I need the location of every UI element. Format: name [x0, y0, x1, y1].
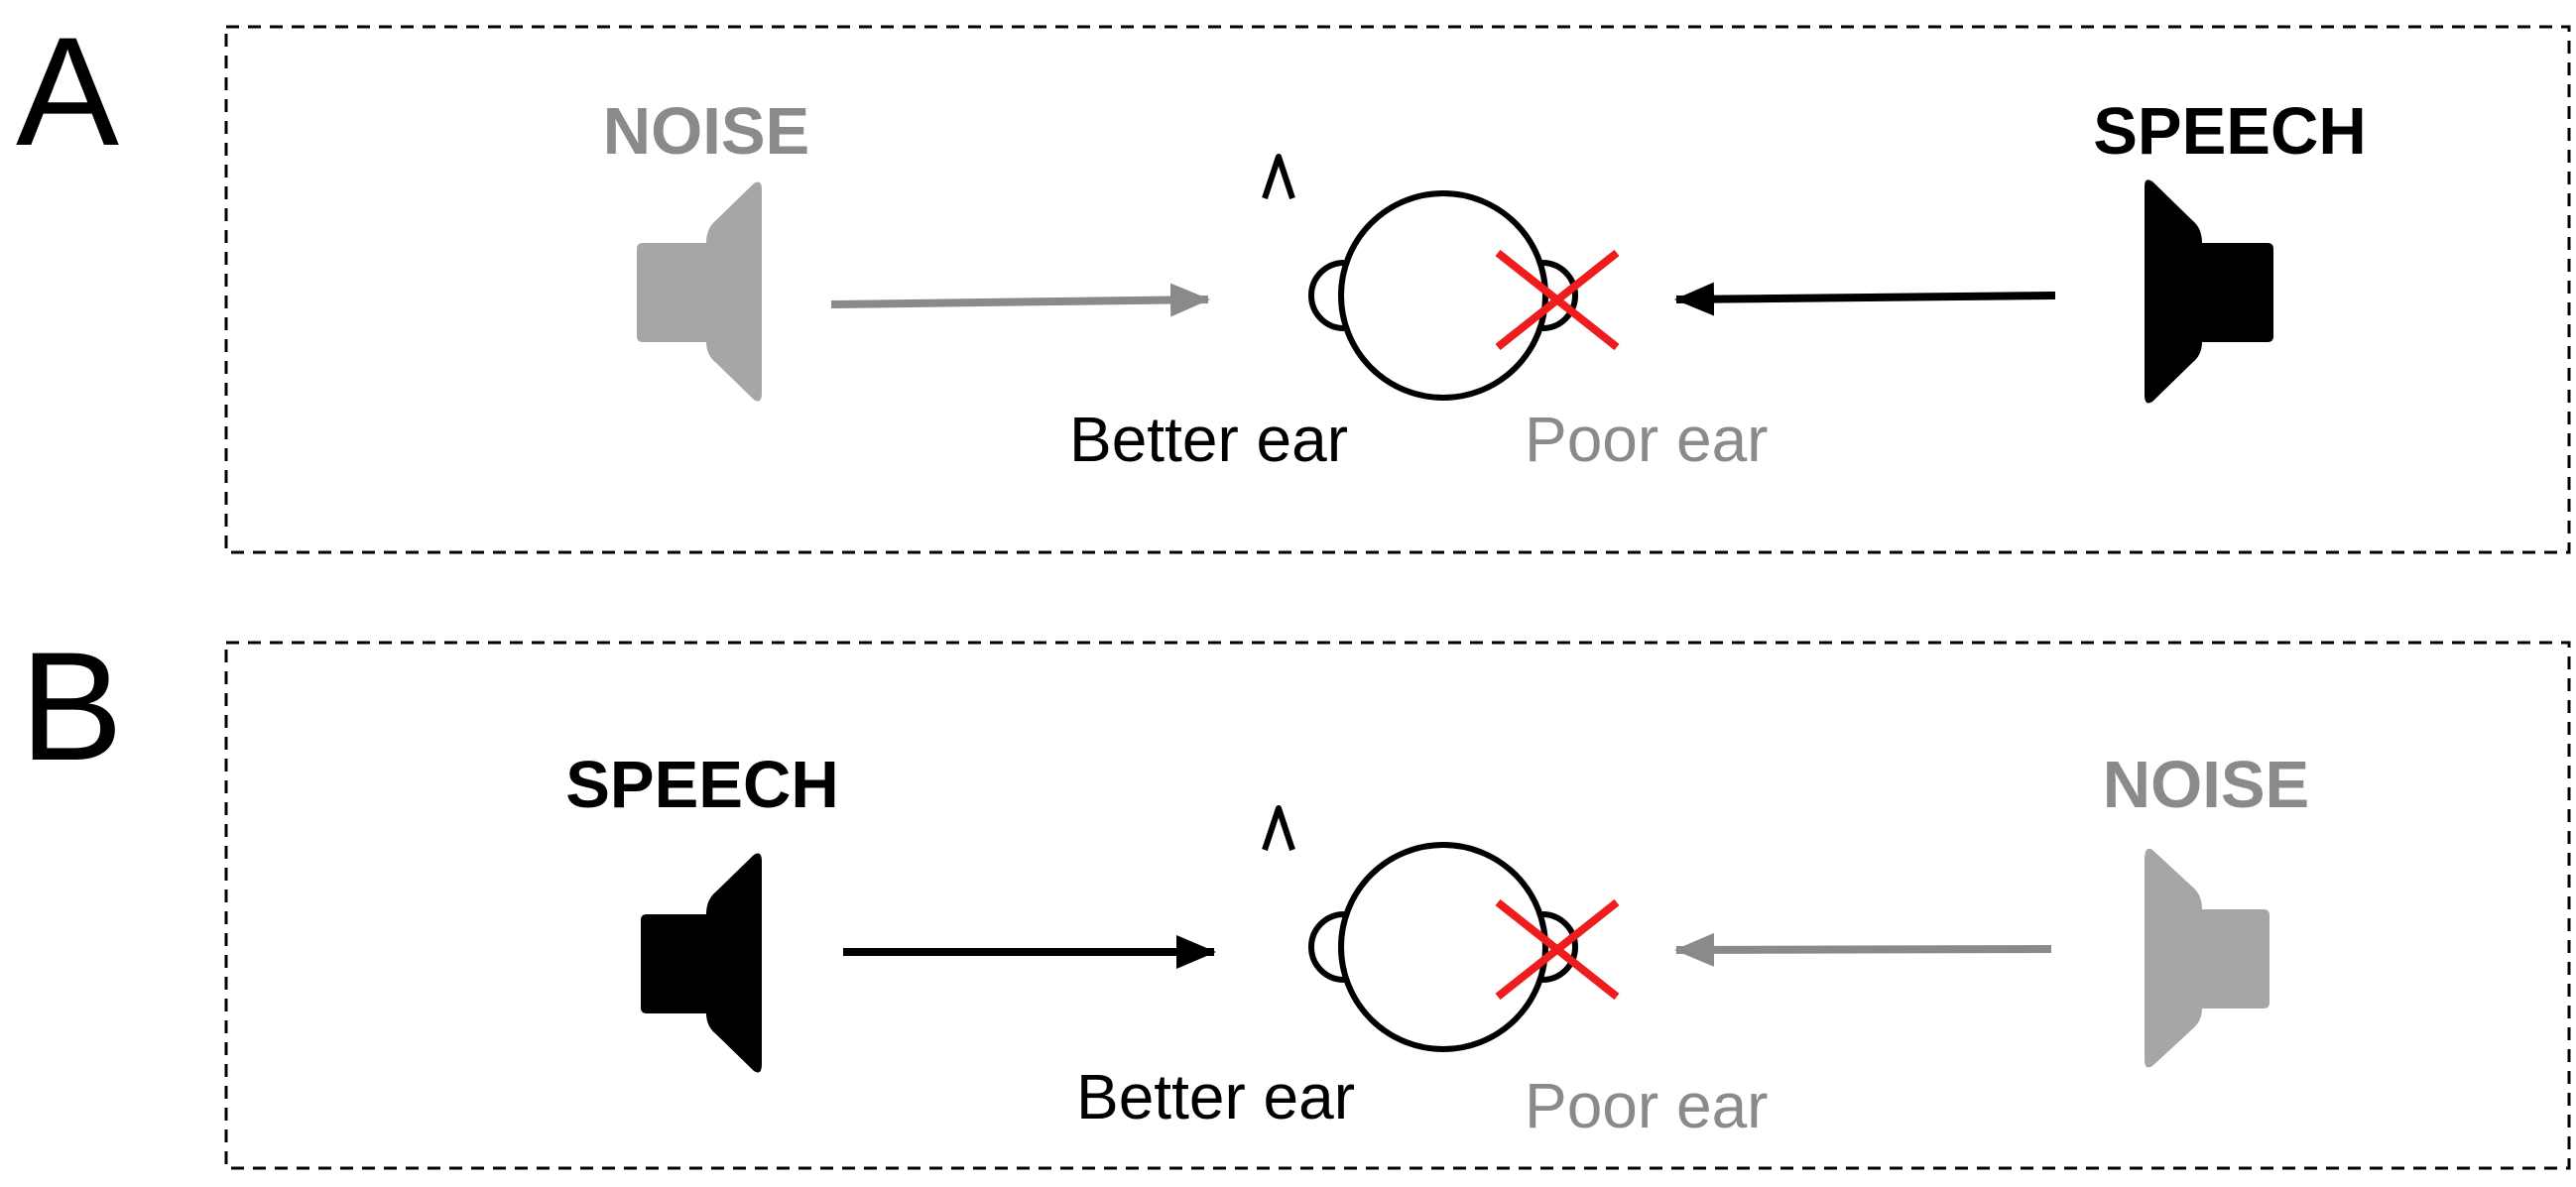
left-ear — [1308, 260, 1345, 331]
panel-frame — [224, 25, 2571, 554]
better-ear-label: Better ear — [1076, 1061, 1355, 1132]
speaker-icon — [637, 181, 762, 402]
noise-arrow — [1674, 932, 2052, 967]
speaker-icon — [641, 853, 762, 1073]
head-circle — [1338, 842, 1548, 1052]
nose-icon — [1262, 805, 1295, 851]
speaker-icon — [2145, 179, 2273, 404]
speech-arrow — [1674, 282, 2056, 316]
panel-letter: B — [20, 621, 123, 793]
speaker-icon — [2145, 848, 2269, 1068]
panel-b: B SPEECH NOISE Better ear Poor ear — [20, 621, 2571, 1170]
listener-head — [1262, 805, 1620, 1052]
panel-letter: A — [16, 6, 119, 178]
poor-ear-label: Poor ear — [1525, 1070, 1768, 1141]
panel-frame — [224, 641, 2571, 1170]
left-source-label: SPEECH — [565, 748, 839, 822]
left-source-label: NOISE — [603, 94, 810, 169]
left-ear — [1308, 911, 1345, 983]
better-ear-label: Better ear — [1069, 404, 1348, 475]
panel-a: A NOISE SPEECH Better ear Poor ear — [16, 6, 2571, 554]
nose-icon — [1262, 154, 1295, 199]
right-source-label: NOISE — [2103, 748, 2310, 822]
head-circle — [1338, 190, 1548, 401]
right-source-label: SPEECH — [2093, 94, 2367, 169]
listener-head — [1262, 154, 1620, 401]
noise-arrow — [830, 283, 1210, 317]
poor-ear-label: Poor ear — [1525, 404, 1768, 475]
cross-icon — [1495, 898, 1620, 1001]
cross-icon — [1495, 249, 1620, 351]
